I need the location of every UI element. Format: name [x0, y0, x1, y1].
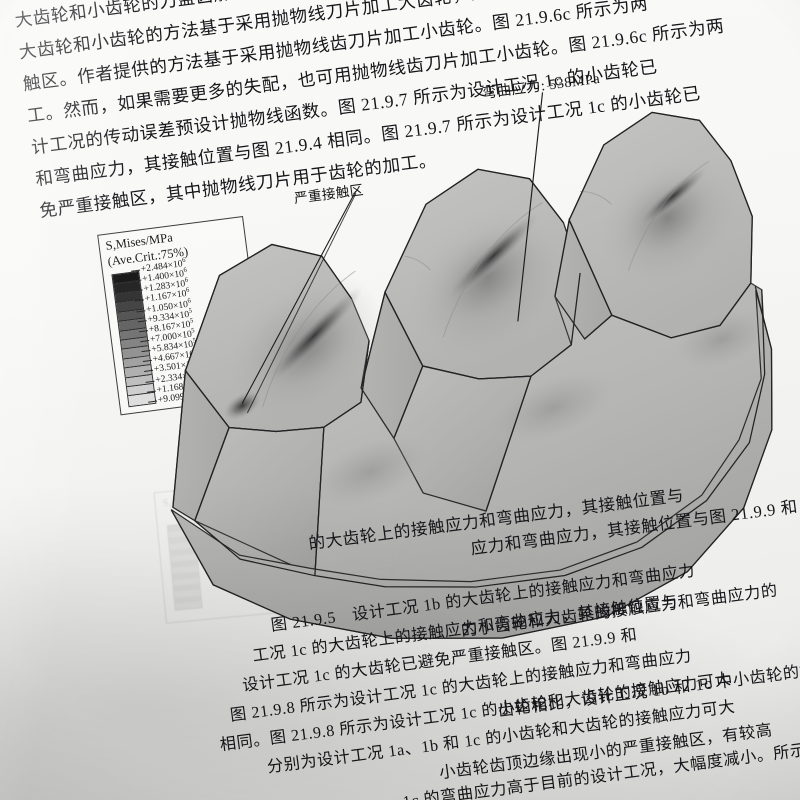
leader-bending-stress: [517, 92, 544, 322]
contour-band-middle: [431, 225, 545, 329]
contour-line-2: [442, 190, 612, 338]
contour-band-right: [618, 172, 717, 262]
contour-fillet-right: [668, 305, 776, 374]
contact-streak-right: [637, 165, 709, 227]
contact-streak-left: [265, 286, 363, 385]
contour-line-3: [627, 161, 710, 271]
leader-contact-zone-b: [246, 192, 357, 414]
severe-contact-spot: [222, 390, 263, 421]
contour-fillet-left: [303, 431, 437, 513]
gear-edges: [170, 111, 773, 639]
contour-line-1: [262, 255, 431, 408]
leader-contact-zone-a: [241, 190, 357, 404]
stress-contours: [221, 151, 776, 513]
contour-fillet-middle: [485, 366, 622, 449]
leader-lines: [241, 92, 544, 414]
